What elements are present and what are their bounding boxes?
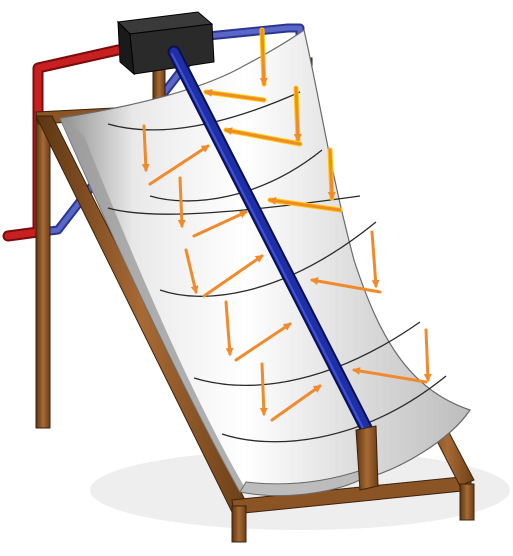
header-junction-box bbox=[118, 12, 214, 74]
tube-end-bracket bbox=[356, 426, 378, 490]
back-left-leg bbox=[36, 118, 50, 428]
front-right-leg bbox=[460, 484, 474, 520]
front-left-leg bbox=[232, 506, 246, 542]
